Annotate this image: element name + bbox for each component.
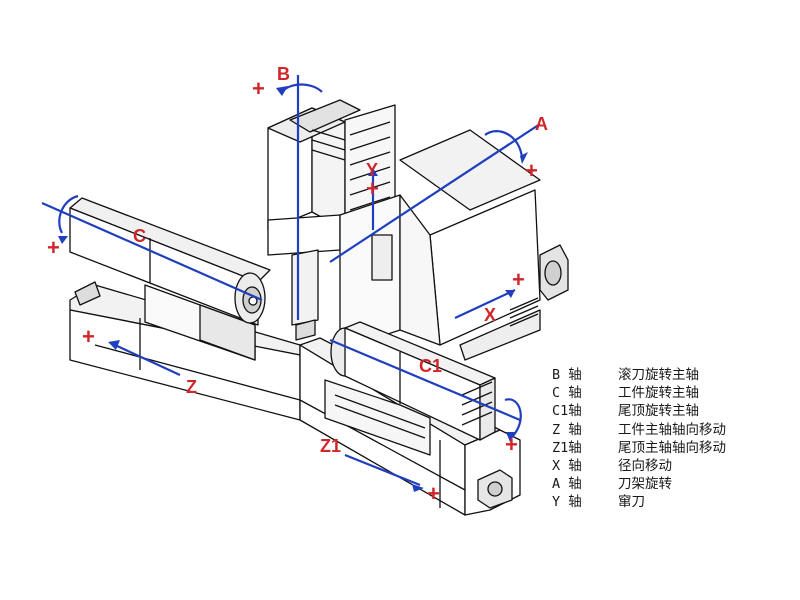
b-plus-sign: + xyxy=(252,76,265,101)
legend-row: X 轴 径向移动 xyxy=(552,455,792,475)
c-arrowhead xyxy=(58,236,68,244)
y-arrowhead xyxy=(368,168,378,176)
legend-axis: Y 轴 xyxy=(552,494,582,511)
c1-axis-label: C1 xyxy=(419,356,442,376)
c1-plus-sign: + xyxy=(505,432,518,457)
legend-row: C1轴 尾顶旋转主轴 xyxy=(552,400,792,420)
x-plus-sign: + xyxy=(512,267,525,292)
b-rotation-arc xyxy=(281,83,323,93)
legend-desc: 刀架旋转 xyxy=(618,476,672,493)
c-axis-line xyxy=(41,201,263,302)
arrowheads xyxy=(58,86,528,492)
y-axis-label: Y xyxy=(366,160,378,180)
c-rotation-arc xyxy=(58,194,79,234)
b-arrowhead xyxy=(276,86,288,96)
z-arrowhead xyxy=(108,340,120,350)
legend-desc: 滚刀旋转主轴 xyxy=(618,367,699,384)
c1-arrowhead xyxy=(506,432,516,442)
legend-row: C 轴 工件旋转主轴 xyxy=(552,382,792,402)
a-axis-line xyxy=(329,123,541,263)
legend-desc: 尾顶旋转主轴 xyxy=(618,403,699,420)
y-plus-sign: + xyxy=(366,176,379,201)
legend-row: Y 轴 窜刀 xyxy=(552,491,792,511)
plus-signs: + + + + + + + + xyxy=(47,76,538,506)
x-arrowhead xyxy=(505,290,515,298)
legend-desc: 窜刀 xyxy=(618,494,645,511)
legend-axis: Z 轴 xyxy=(552,421,582,438)
c1-axis-line xyxy=(329,338,521,422)
legend-desc: 工件主轴轴向移动 xyxy=(618,421,726,438)
legend-desc: 尾顶主轴轴向移动 xyxy=(618,439,726,456)
legend-row: A 轴 刀架旋转 xyxy=(552,473,792,493)
legend-axis: B 轴 xyxy=(552,367,582,384)
column-tower xyxy=(267,99,401,351)
z-plus-sign: + xyxy=(82,324,95,349)
legend-row: B 轴 滚刀旋转主轴 xyxy=(552,364,792,384)
legend-row: Z1轴 尾顶主轴轴向移动 xyxy=(552,437,792,456)
c-plus-sign: + xyxy=(47,235,60,260)
c-axis-label: C xyxy=(133,226,146,246)
z1-plus-sign: + xyxy=(427,481,440,506)
machine-drawing xyxy=(69,99,569,516)
legend-row: Z 轴 工件主轴轴向移动 xyxy=(552,419,792,438)
z-axis-label: Z xyxy=(186,377,197,397)
c1-tailstock-housing xyxy=(324,321,496,456)
b-axis-label: B xyxy=(277,64,290,84)
z1-axis-label: Z1 xyxy=(320,436,341,456)
legend-axis: Z1轴 xyxy=(552,439,582,456)
a-axis-label: A xyxy=(535,114,548,134)
legend-desc: 工件旋转主轴 xyxy=(618,385,699,402)
z1-arrowhead xyxy=(412,484,424,492)
z-axis-line xyxy=(114,344,181,376)
legend-axis: X 轴 xyxy=(552,458,582,475)
a-arrowhead xyxy=(520,152,528,164)
axis-legend: B 轴 滚刀旋转主轴 C 轴 工件旋转主轴 C1轴 尾顶旋转主轴 Z 轴 工件主… xyxy=(552,364,792,510)
axis-labels: B A Y C X C1 Z Z1 xyxy=(133,64,548,456)
x-axis-label: X xyxy=(484,305,496,325)
a-plus-sign: + xyxy=(525,158,538,183)
legend-axis: C 轴 xyxy=(552,385,582,402)
x-axis-line xyxy=(454,289,516,319)
legend-desc: 径向移动 xyxy=(618,458,672,475)
x-carriage xyxy=(399,129,569,361)
legend-axis: A 轴 xyxy=(552,476,582,493)
z1-axis-line xyxy=(344,453,421,487)
a-rotation-arc xyxy=(484,130,524,159)
legend-axis: C1轴 xyxy=(552,403,582,420)
